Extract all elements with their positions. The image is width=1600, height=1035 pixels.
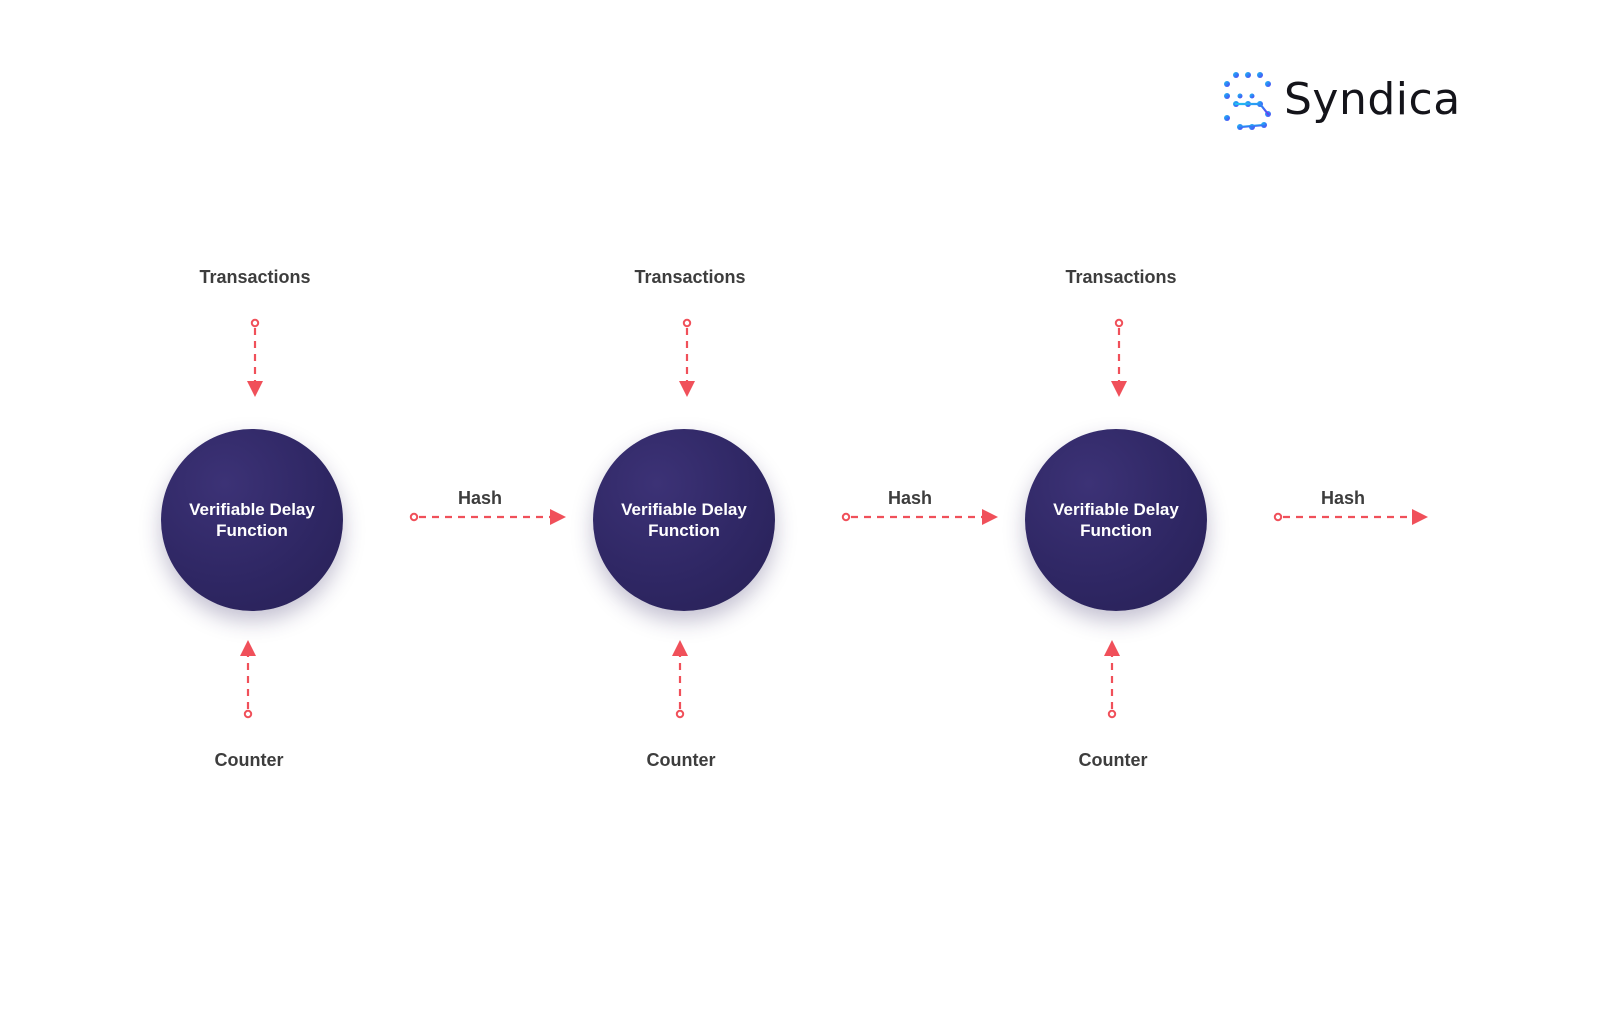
vdf-node-label-line1: Verifiable Delay (621, 500, 747, 519)
arrow-origin-dot (1114, 318, 1124, 328)
arrowhead (550, 509, 566, 525)
hash-arrow (1273, 509, 1428, 525)
vdf-node-label-line2: Function (216, 521, 288, 540)
arrowhead (240, 640, 256, 656)
arrowhead (679, 381, 695, 397)
vdf-node: Verifiable Delay Function (1025, 429, 1207, 611)
arrow-origin-dot (841, 512, 851, 522)
arrowhead (247, 381, 263, 397)
hash-arrow (841, 509, 998, 525)
vdf-node-label-line2: Function (648, 521, 720, 540)
transactions-arrow (247, 318, 263, 397)
syndica-logo: Syndica (1222, 70, 1460, 136)
arrow-origin-dot (250, 318, 260, 328)
arrow-origin-dot (1107, 709, 1117, 719)
arrow-origin-dot (682, 318, 692, 328)
vdf-node: Verifiable Delay Function (593, 429, 775, 611)
vdf-node-label: Verifiable Delay Function (177, 499, 327, 541)
vdf-node-label-line2: Function (1080, 521, 1152, 540)
arrowhead (1111, 381, 1127, 397)
hash-label: Hash (457, 488, 502, 508)
transactions-label: Transactions (634, 267, 746, 287)
transactions-label: Transactions (199, 267, 311, 287)
arrowhead (672, 640, 688, 656)
hash-arrow (409, 509, 566, 525)
syndica-wordmark: Syndica (1284, 74, 1461, 125)
transactions-arrow (679, 318, 695, 397)
vdf-node-label-line1: Verifiable Delay (189, 500, 315, 519)
arrow-origin-dot (243, 709, 253, 719)
vdf-node-label-line1: Verifiable Delay (1053, 500, 1179, 519)
counter-label: Counter (646, 750, 716, 770)
arrowhead (1412, 509, 1428, 525)
arrow-origin-dot (409, 512, 419, 522)
counter-arrow (672, 640, 688, 719)
vdf-node-label: Verifiable Delay Function (1041, 499, 1191, 541)
counter-arrow (1104, 640, 1120, 719)
syndica-dot-s-logo-icon (1224, 72, 1271, 130)
transactions-arrow (1111, 318, 1127, 397)
counter-arrow (240, 640, 256, 719)
arrow-origin-dot (1273, 512, 1283, 522)
hash-label: Hash (1320, 488, 1365, 508)
counter-label: Counter (1078, 750, 1148, 770)
arrowhead (982, 509, 998, 525)
counter-label: Counter (214, 750, 284, 770)
arrowhead (1104, 640, 1120, 656)
arrow-origin-dot (675, 709, 685, 719)
hash-label: Hash (887, 488, 932, 508)
vdf-node: Verifiable Delay Function (161, 429, 343, 611)
vdf-node-label: Verifiable Delay Function (609, 499, 759, 541)
transactions-label: Transactions (1065, 267, 1177, 287)
